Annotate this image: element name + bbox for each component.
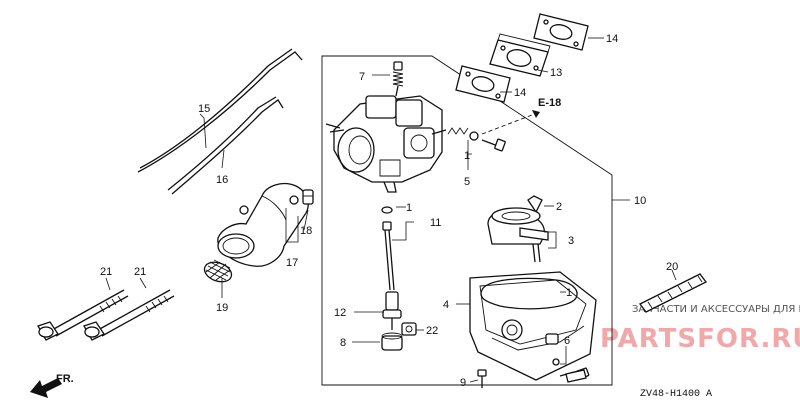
float-chamber-4 (469, 271, 597, 381)
callout-3: 3 (568, 235, 574, 247)
watermark: ЗАПЧАСТИ И АКСЕССУАРЫ ДЛЯ МОТОТЕХНИКИ PA… (600, 304, 800, 354)
pin-18 (302, 189, 314, 205)
pilot-jet-22 (401, 322, 417, 336)
chamber-gasket-1 (480, 277, 578, 310)
throttle-stop-screw-5 (447, 127, 506, 152)
callout-17: 17 (286, 257, 298, 269)
callout-13: 13 (550, 67, 562, 79)
callout-7: 7 (359, 71, 365, 83)
front-direction-arrow: FR. (30, 373, 74, 398)
callout-1-screw: 1 (464, 150, 470, 162)
callout-14-upper: 14 (606, 33, 618, 45)
callout-21-left: 21 (100, 266, 112, 278)
callout-6: 6 (564, 335, 570, 347)
bolt-21-left (37, 289, 129, 341)
main-nozzle-11 (381, 206, 395, 291)
watermark-logo: PARTSFOR.RU (600, 324, 800, 354)
ref-arrow (481, 110, 541, 135)
drain-screw-6 (552, 358, 587, 383)
callout-5: 5 (464, 176, 470, 188)
callout-10: 10 (634, 195, 646, 207)
callout-21-right: 21 (134, 266, 146, 278)
reference-e18: E-18 (538, 97, 561, 109)
screen-19 (203, 259, 233, 283)
callout-18: 18 (300, 225, 312, 237)
assembly-outline (321, 55, 613, 386)
gasket-14-upper (533, 13, 589, 51)
callout-2: 2 (556, 201, 562, 213)
pilot-screw-7 (392, 61, 404, 97)
insulator-13 (489, 33, 551, 77)
screw-9 (477, 369, 487, 388)
callout-20: 20 (666, 261, 678, 273)
callout-11: 11 (430, 217, 441, 229)
float-3 (487, 207, 549, 263)
throttle-rod-15 (137, 48, 303, 173)
callout-4: 4 (443, 299, 449, 311)
callout-15: 15 (198, 103, 210, 115)
insulator-17 (217, 182, 309, 267)
callout-8: 8 (340, 337, 346, 349)
watermark-tagline: ЗАПЧАСТИ И АКСЕССУАРЫ ДЛЯ МОТОТЕХНИКИ (632, 304, 800, 315)
callout-22: 22 (426, 325, 438, 337)
callout-1-gasket: 1 (566, 287, 572, 299)
direction-label: FR. (56, 373, 74, 385)
fuel-tube-20 (639, 273, 707, 313)
callout-1-nozzle: 1 (406, 202, 412, 214)
carburetor-body (325, 95, 447, 193)
callout-9: 9 (460, 377, 466, 389)
leaders (105, 37, 677, 383)
jet-holder-12 (382, 291, 402, 330)
choke-rod-16 (167, 96, 284, 195)
bolt-21-right (83, 289, 175, 341)
main-jet-8 (381, 332, 403, 351)
callout-14-lower: 14 (514, 87, 526, 99)
callout-19: 19 (216, 302, 228, 314)
diagram-code: ZV48-H1400 A (640, 389, 712, 400)
callout-16: 16 (216, 174, 228, 186)
gasket-14-lower (455, 65, 511, 103)
callout-12: 12 (334, 307, 346, 319)
